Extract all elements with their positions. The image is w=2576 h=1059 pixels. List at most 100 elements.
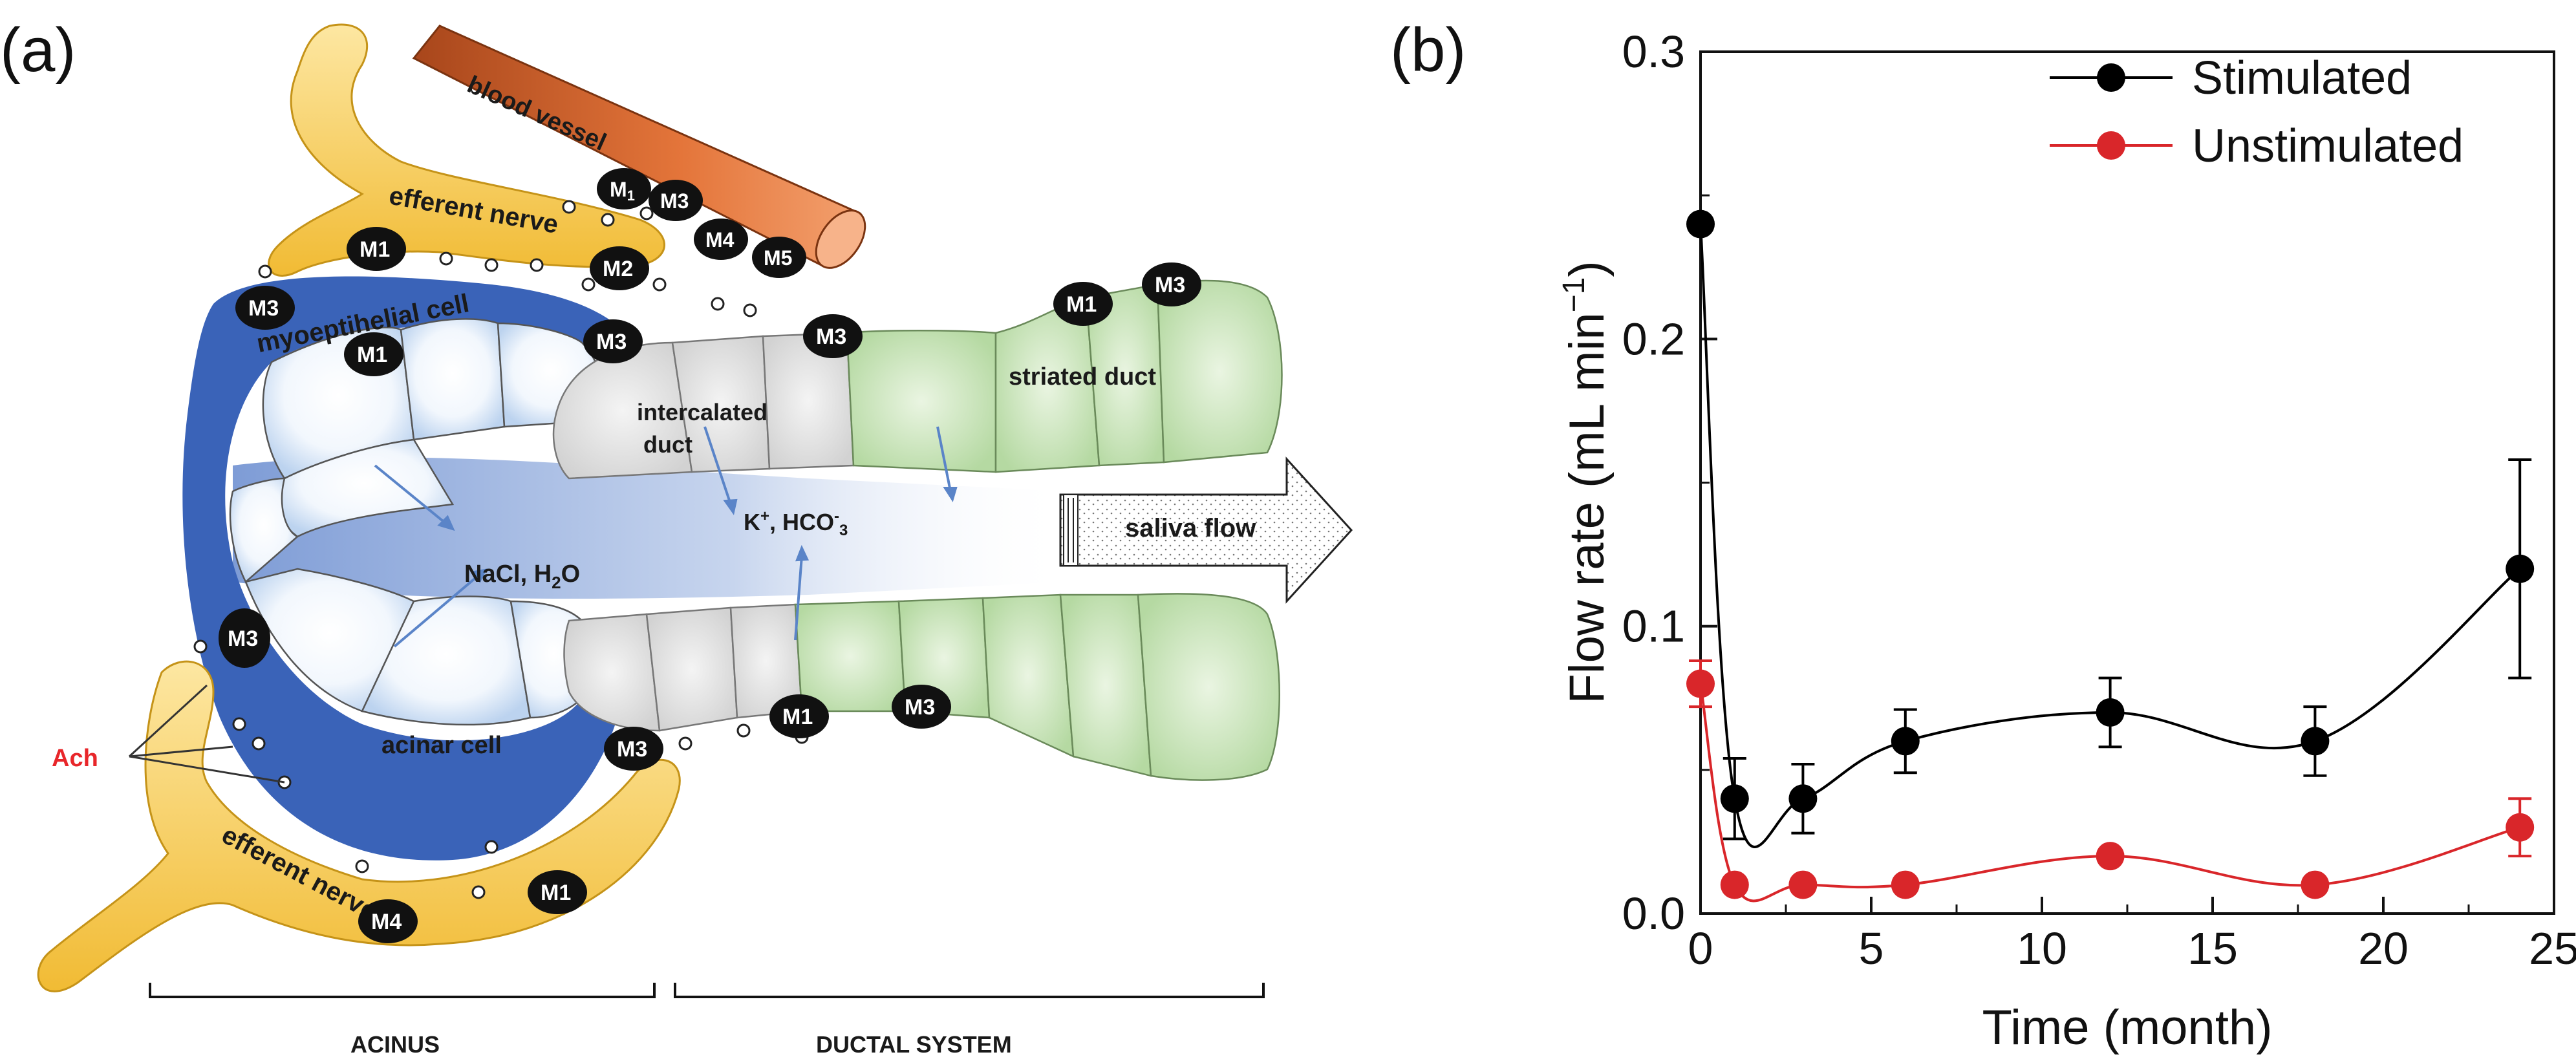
receptor-vessel-m5: M5 [752, 237, 806, 278]
y-tick-label: 0.3 [1622, 27, 1685, 77]
data-point-stimulated [1891, 727, 1920, 756]
svg-text:M3: M3 [228, 626, 258, 651]
receptor-acinar-m1-top: M1 [344, 332, 403, 376]
acinar-cells-upper [229, 318, 605, 584]
data-point-unstimulated [1891, 870, 1920, 899]
data-point-unstimulated [2096, 842, 2125, 871]
efferent-nerve-top: efferent nerve [268, 23, 665, 277]
bracket-ductal-system [674, 983, 1265, 998]
nacl-label: NaCl, H2O [464, 561, 580, 592]
ion-label: K+, HCO-3 [744, 508, 848, 539]
ductal-system-label: DUCTAL SYSTEM [816, 1031, 1012, 1058]
receptor-intercalated-m3-top: M3 [803, 314, 863, 358]
receptor-acinar-m3-right: M3 [583, 319, 643, 363]
legend-item-stimulated: Stimulated [2050, 52, 2412, 104]
legend-marker-unstimulated [2097, 131, 2125, 160]
svg-text:M4: M4 [371, 910, 402, 934]
panel-a-label: (a) [0, 16, 76, 85]
acinar-cell-label: acinar cell [381, 732, 502, 759]
striated-duct-bottom [794, 593, 1280, 781]
receptor-duct-m1-bottom: M1 [769, 694, 829, 738]
svg-text:M1: M1 [357, 343, 387, 367]
data-point-unstimulated [2301, 870, 2330, 899]
data-point-stimulated [2096, 698, 2125, 727]
svg-text:M3: M3 [596, 330, 627, 354]
receptor-duct-m3-bottom: M3 [892, 685, 951, 729]
svg-text:M5: M5 [764, 246, 792, 270]
x-tick-label: 5 [1859, 923, 1884, 974]
intercalated-duct-label-1: intercalated [637, 399, 767, 425]
svg-text:M1: M1 [1066, 292, 1097, 317]
receptor-vessel-m3: M3 [649, 180, 703, 221]
receptor-vessel-m1: M1 [597, 168, 651, 209]
receptor-acinar-m3-bottom: M3 [604, 727, 663, 771]
series-unstimulated [1686, 659, 2535, 903]
legend-marker-stimulated [2097, 63, 2125, 92]
striated-duct-label: striated duct [1009, 363, 1156, 390]
data-point-stimulated [1720, 784, 1749, 813]
y-tick-label: 0.0 [1622, 888, 1685, 939]
svg-text:M3: M3 [816, 325, 846, 349]
ach-vesicles [193, 200, 809, 899]
x-axis-label: Time (month) [1982, 1000, 2272, 1055]
receptor-vessel-m4: M4 [694, 219, 748, 260]
receptor-nerve-bottom-m1: M1 [528, 870, 587, 914]
receptor-striated-m1: M1 [1053, 282, 1113, 326]
series-layer [1686, 209, 2535, 903]
legend-item-unstimulated: Unstimulated [2050, 120, 2463, 172]
intercalated-duct-bottom [563, 603, 803, 732]
receptors: M1 M3 M4 M5 M1 M2 M3 M1 M3 M3 M1 M3 M3 M… [219, 168, 1201, 943]
panel-a: (a) [0, 16, 1353, 1058]
bracket-acinus [149, 983, 656, 998]
y-axis: 0.0 0.1 0.2 0.3 [1622, 27, 1717, 939]
receptor-nerve-top-m1: M1 [347, 227, 406, 271]
intercalated-duct-top [552, 332, 855, 480]
receptor-nerve-bottom-m4: M4 [358, 899, 418, 943]
svg-text:M1: M1 [541, 881, 571, 905]
striated-duct-top [846, 279, 1283, 473]
svg-text:M1: M1 [782, 705, 813, 729]
y-axis-label: Flow rate (mL min−1) [1557, 261, 1615, 703]
ach-annotation: Ach [52, 684, 285, 784]
receptor-acinar-m3-left: M3 [219, 608, 270, 668]
svg-text:M4: M4 [705, 228, 735, 251]
x-tick-label: 15 [2187, 923, 2238, 974]
x-tick-label: 10 [2017, 923, 2067, 974]
acinus-label: ACINUS [350, 1031, 440, 1058]
x-tick-label: 20 [2358, 923, 2409, 974]
legend-label-stimulated: Stimulated [2192, 52, 2412, 104]
data-point-stimulated [2506, 554, 2535, 583]
legend-label-unstimulated: Unstimulated [2192, 120, 2463, 172]
panel-b-label: (b) [1390, 16, 1466, 85]
svg-text:M3: M3 [660, 189, 689, 213]
series-stimulated [1686, 209, 2535, 848]
data-point-unstimulated [1788, 870, 1818, 899]
svg-text:M1: M1 [610, 178, 635, 204]
svg-text:M3: M3 [905, 695, 935, 720]
receptor-myo-m3-left: M3 [235, 286, 295, 330]
svg-text:M3: M3 [1155, 273, 1185, 297]
y-tick-label: 0.1 [1622, 601, 1685, 652]
legend: Stimulated Unstimulated [2050, 52, 2463, 172]
svg-text:M3: M3 [248, 296, 279, 321]
data-point-stimulated [1686, 209, 1715, 239]
svg-text:M3: M3 [617, 737, 647, 762]
svg-text:M2: M2 [603, 257, 633, 281]
data-point-unstimulated [1686, 669, 1715, 698]
myoepithelial-cell [182, 276, 640, 861]
saliva-flow-arrow: saliva flow [1059, 456, 1353, 604]
data-point-unstimulated [2506, 813, 2535, 842]
data-point-stimulated [1788, 784, 1818, 813]
svg-text:M1: M1 [360, 237, 390, 262]
ion-flow-arrows [374, 426, 958, 648]
series-line-stimulated [1699, 224, 2521, 848]
intercalated-duct-label-2: duct [643, 431, 692, 458]
receptor-striated-m3: M3 [1142, 262, 1201, 306]
data-point-stimulated [2301, 727, 2330, 756]
x-tick-label: 0 [1688, 923, 1713, 974]
y-tick-label: 0.2 [1622, 314, 1685, 364]
